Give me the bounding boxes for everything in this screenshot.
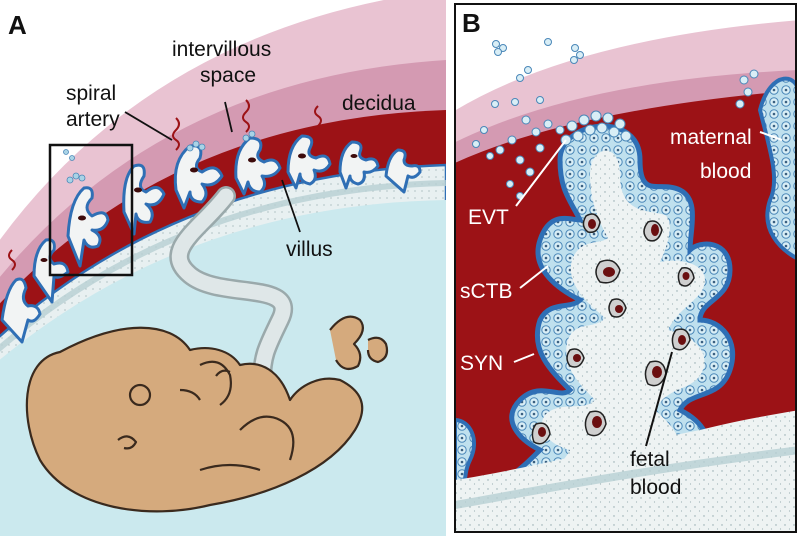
label-villus: villus (286, 238, 333, 261)
secondary-villus (757, 76, 796, 261)
villi-trees (0, 134, 422, 344)
label-sctb: sCTB (460, 280, 513, 303)
label-intervillous: intervillous (172, 38, 271, 61)
umbilical-cord (171, 188, 291, 388)
panel-b-frame (454, 3, 797, 533)
label-fetal-blood: blood (630, 476, 681, 499)
panel-a-letter: A (8, 10, 27, 40)
panel-a-illustration (0, 0, 446, 536)
fetus (25, 315, 389, 513)
panel-b-illustration (455, 4, 796, 532)
villus-stroma (455, 150, 796, 532)
spiral-artery-leader (124, 111, 173, 141)
label-maternal-blood: blood (700, 160, 751, 183)
label-fetal: fetal (630, 448, 670, 471)
fetal-vessels-a (40, 153, 358, 262)
label-decidua: decidua (342, 92, 416, 115)
intervillous-leader (224, 101, 233, 133)
label-space: space (200, 64, 256, 87)
evt-clusters-a (63, 130, 256, 184)
label-maternal: maternal (670, 126, 752, 149)
evt-cluster (495, 69, 759, 177)
fetal-blood-leader (645, 351, 673, 447)
label-spiral: spiral (66, 82, 116, 105)
zoom-box (48, 143, 134, 277)
panel-b-letter: B (462, 8, 481, 38)
villus-leader (281, 179, 301, 233)
label-evt: EVT (468, 206, 509, 229)
floating-evt-cells (472, 38, 584, 200)
fetal-blood-cores (538, 219, 690, 437)
panel-b-leaders (513, 131, 783, 363)
label-artery: artery (66, 108, 120, 131)
label-syn: SYN (460, 352, 503, 375)
spiral-arteries (8, 99, 322, 271)
